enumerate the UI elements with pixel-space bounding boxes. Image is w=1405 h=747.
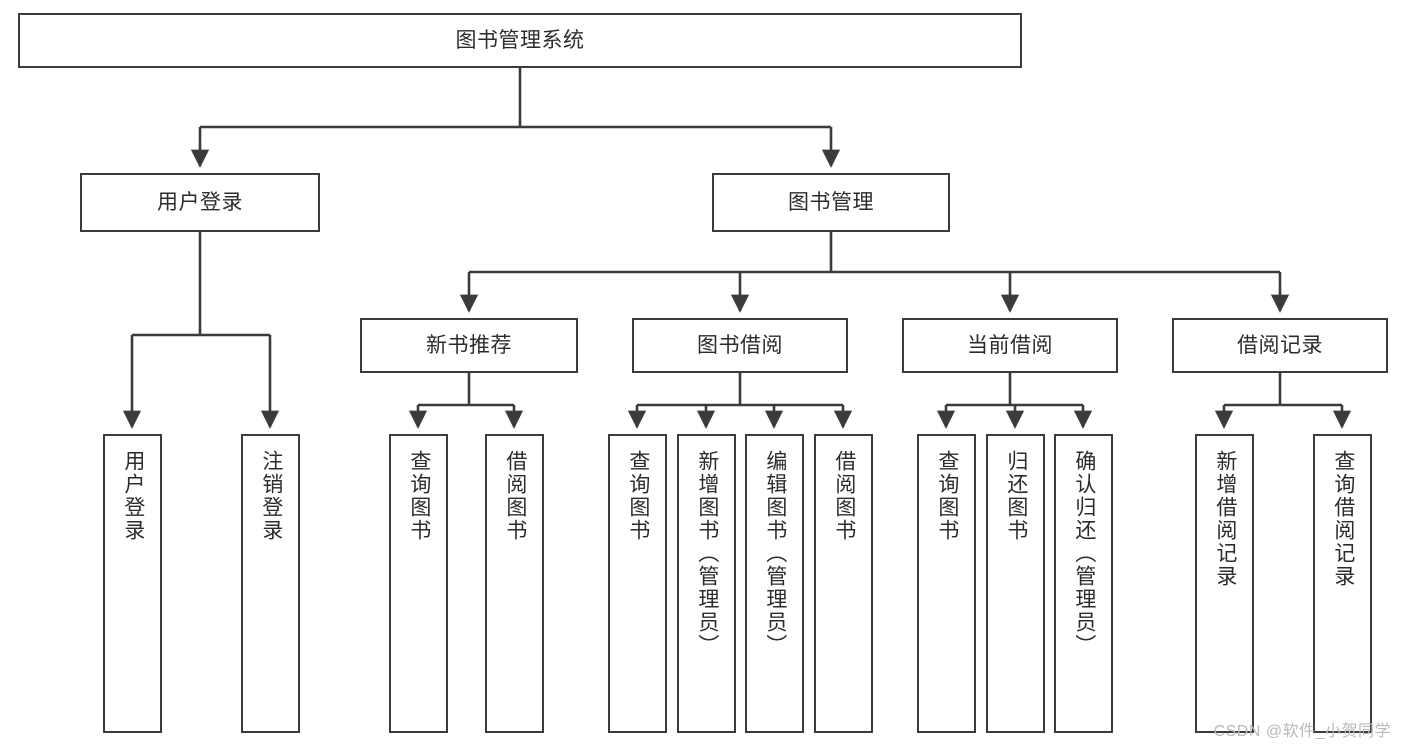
node-leaf-borrow-book-1[interactable]: 借阅图书 [485,434,544,733]
node-borrow-record[interactable]: 借阅记录 [1172,318,1388,373]
node-leaf-query-book-1[interactable]: 查询图书 [389,434,448,733]
node-leaf-return-book[interactable]: 归还图书 [986,434,1045,733]
node-leaf-user-logout-label: 注销登录 [259,450,283,542]
node-book-borrow[interactable]: 图书借阅 [632,318,848,373]
node-leaf-user-login-label: 用户登录 [121,450,145,542]
watermark: CSDN @软件_小贺同学 [1213,723,1391,740]
node-leaf-query-borrow-record[interactable]: 查询借阅记录 [1313,434,1372,733]
node-book-manage-label: 图书管理 [788,190,874,214]
node-leaf-add-book-label: 新增图书（管理员） [695,450,719,657]
node-leaf-edit-book-label: 编辑图书（管理员） [763,450,787,657]
node-leaf-query-book-2[interactable]: 查询图书 [608,434,667,733]
node-leaf-return-book-label: 归还图书 [1004,450,1028,542]
node-current-borrow-label: 当前借阅 [967,333,1053,357]
node-leaf-edit-book[interactable]: 编辑图书（管理员） [745,434,804,733]
node-leaf-query-book-3-label: 查询图书 [935,450,959,542]
node-book-borrow-label: 图书借阅 [697,333,783,357]
node-leaf-query-borrow-record-label: 查询借阅记录 [1331,450,1355,588]
node-root[interactable]: 图书管理系统 [18,13,1022,68]
node-leaf-borrow-book-2-label: 借阅图书 [832,450,856,542]
node-leaf-user-login[interactable]: 用户登录 [103,434,162,733]
node-leaf-confirm-return-label: 确认归还（管理员） [1072,450,1096,657]
node-borrow-record-label: 借阅记录 [1237,333,1323,357]
node-leaf-user-logout[interactable]: 注销登录 [241,434,300,733]
node-current-borrow[interactable]: 当前借阅 [902,318,1118,373]
node-leaf-borrow-book-2[interactable]: 借阅图书 [814,434,873,733]
node-book-manage[interactable]: 图书管理 [712,173,950,232]
node-root-label: 图书管理系统 [455,28,585,52]
node-leaf-add-book[interactable]: 新增图书（管理员） [677,434,736,733]
node-leaf-borrow-book-1-label: 借阅图书 [503,450,527,542]
node-user-login-label: 用户登录 [157,190,243,214]
node-leaf-query-book-2-label: 查询图书 [626,450,650,542]
node-leaf-confirm-return[interactable]: 确认归还（管理员） [1054,434,1113,733]
node-user-login[interactable]: 用户登录 [80,173,320,232]
node-new-book-recommend[interactable]: 新书推荐 [360,318,578,373]
node-leaf-query-book-1-label: 查询图书 [407,450,431,542]
node-new-book-recommend-label: 新书推荐 [426,333,512,357]
node-leaf-add-borrow-record-label: 新增借阅记录 [1213,450,1237,588]
node-leaf-query-book-3[interactable]: 查询图书 [917,434,976,733]
node-leaf-add-borrow-record[interactable]: 新增借阅记录 [1195,434,1254,733]
